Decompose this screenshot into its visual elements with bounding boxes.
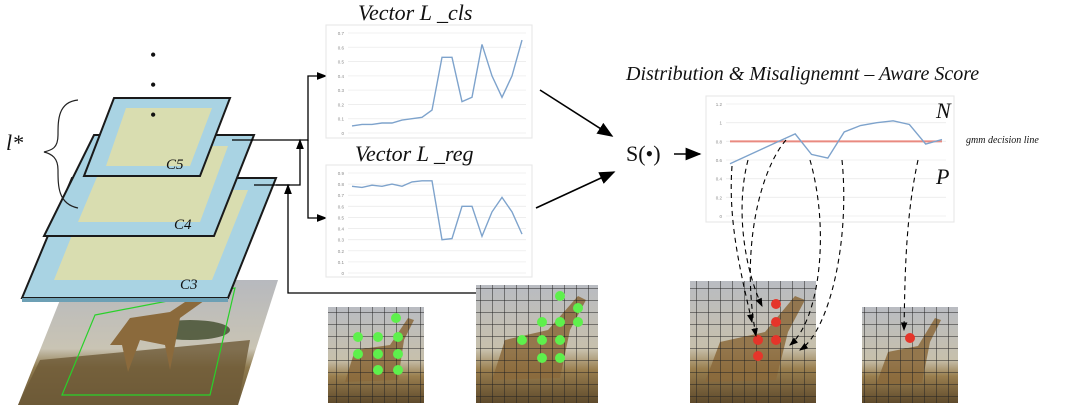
cls-series-line xyxy=(351,39,523,127)
anchor-dot xyxy=(353,349,363,359)
selected-anchor-dot xyxy=(905,333,915,343)
reg-tick-label: 0.6 xyxy=(338,204,345,209)
vector-cls-label: Vector L _cls xyxy=(358,0,473,25)
anchor-dot xyxy=(573,317,583,327)
score-function-label: S(•) xyxy=(626,141,661,166)
score-tick-label: 1 xyxy=(719,121,722,126)
reg-tick-label: 0.9 xyxy=(338,171,345,176)
score-tick-label: 0.4 xyxy=(716,177,723,182)
thumb-4 xyxy=(862,307,958,403)
reg-tick-label: 0.4 xyxy=(338,227,345,232)
reg-tick-label: 0.2 xyxy=(338,249,345,254)
score-tick-label: 1.2 xyxy=(716,102,723,107)
score-tick-label: 0.8 xyxy=(716,139,723,144)
selected-anchor-dot xyxy=(771,317,781,327)
level-c4-label: C4 xyxy=(174,217,192,233)
anchor-dot xyxy=(373,349,383,359)
cls-tick-label: 0.7 xyxy=(338,31,345,36)
cls-tick-label: 0.4 xyxy=(338,74,345,79)
reg-tick-label: 0.7 xyxy=(338,193,345,198)
cls-tick-label: 0 xyxy=(341,131,344,136)
pyramid-connectors xyxy=(232,72,480,294)
cls-tick-label: 0.2 xyxy=(338,102,345,107)
chart-cls: 0.7 0.6 0.5 0.4 0.3 0.2 0.1 0 xyxy=(325,24,533,139)
anchor-dot xyxy=(393,332,403,342)
level-c3-label: C3 xyxy=(180,277,198,293)
anchor-dot xyxy=(555,317,565,327)
anchor-dot xyxy=(517,335,527,345)
label-p: P xyxy=(936,164,950,189)
score-series-line xyxy=(729,120,943,165)
label-n: N xyxy=(936,98,951,123)
anchor-dot xyxy=(391,313,401,323)
reg-tick-label: 0 xyxy=(341,271,344,276)
l-star-label: l* xyxy=(6,130,24,155)
anchor-dot xyxy=(393,365,403,375)
anchor-dot xyxy=(555,335,565,345)
anchor-dot xyxy=(373,365,383,375)
anchor-dot xyxy=(555,353,565,363)
cls-tick-label: 0.5 xyxy=(338,60,345,65)
cls-tick-label: 0.3 xyxy=(338,88,345,93)
anchor-dot xyxy=(353,332,363,342)
score-tick-label: 0.2 xyxy=(716,195,723,200)
selected-anchor-dot xyxy=(753,335,763,345)
anchor-dot xyxy=(537,335,547,345)
anchor-dot xyxy=(537,353,547,363)
score-tick-label: 0.6 xyxy=(716,158,723,163)
plane-c5 xyxy=(82,97,232,177)
gmm-decision-label: gmm decision line xyxy=(966,135,1039,146)
vector-reg-label: Vector L _reg xyxy=(355,141,474,166)
cls-tick-label: 0.6 xyxy=(338,45,345,50)
score-tick-label: 0 xyxy=(719,214,722,219)
thumb-2 xyxy=(476,285,598,403)
score-arrows xyxy=(535,89,702,209)
base-image xyxy=(18,280,278,405)
anchor-dot xyxy=(573,303,583,313)
reg-series-line xyxy=(351,180,523,241)
thumb-3 xyxy=(690,281,816,403)
anchor-dot xyxy=(537,317,547,327)
reg-tick-label: 0.8 xyxy=(338,182,345,187)
level-c5-label: C5 xyxy=(166,157,184,173)
selected-anchor-dot xyxy=(771,299,781,309)
reg-tick-label: 0.3 xyxy=(338,238,345,243)
dashed-mapping-curves xyxy=(730,139,919,351)
ellipsis-dots: • • • xyxy=(150,45,157,125)
level-brace xyxy=(43,99,79,209)
reg-tick-label: 0.5 xyxy=(338,215,345,220)
selected-anchor-dot xyxy=(771,335,781,345)
cls-tick-label: 0.1 xyxy=(338,117,345,122)
reg-tick-label: 0.1 xyxy=(338,260,345,265)
anchor-dot xyxy=(555,291,565,301)
chart-score: 1.2 1 0.8 0.6 0.4 0.2 0 xyxy=(705,95,955,223)
anchor-dot xyxy=(373,332,383,342)
thumb-1 xyxy=(328,307,424,403)
chart-reg: 0.9 0.8 0.7 0.6 0.5 0.4 0.3 0.2 0.1 0 xyxy=(325,164,533,278)
anchor-dot xyxy=(393,349,403,359)
score-title: Distribution & Misalignemnt – Aware Scor… xyxy=(626,63,980,85)
selected-anchor-dot xyxy=(753,351,763,361)
